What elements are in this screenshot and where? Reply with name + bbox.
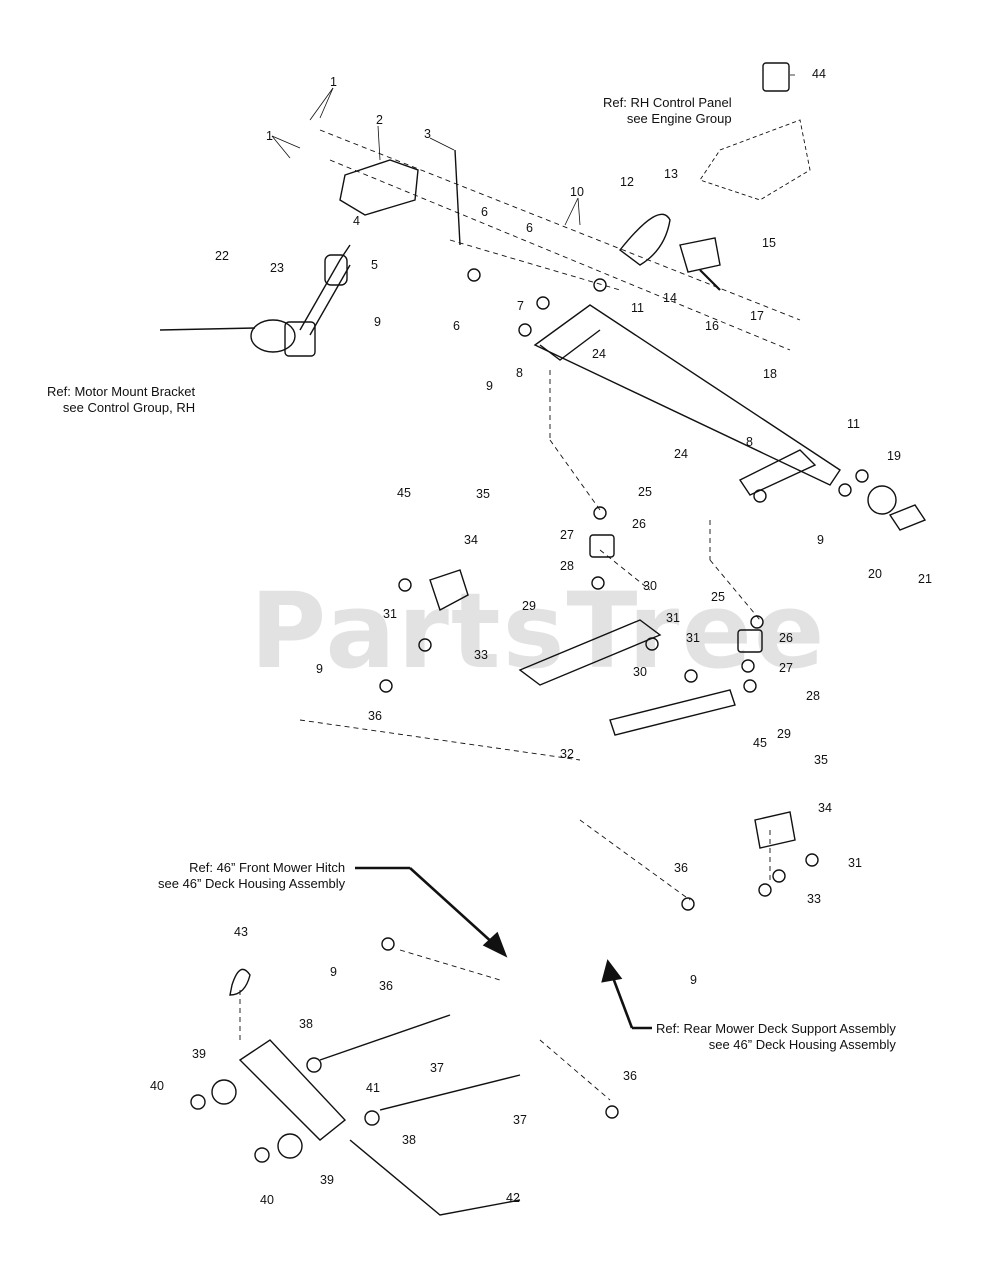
callout-38: 38 (402, 1133, 416, 1147)
callout-1: 1 (330, 75, 337, 89)
callout-25: 25 (638, 485, 652, 499)
callout-38: 38 (299, 1017, 313, 1031)
callout-14: 14 (663, 291, 677, 305)
callout-39: 39 (192, 1047, 206, 1061)
callout-31: 31 (383, 607, 397, 621)
callout-24: 24 (674, 447, 688, 461)
callout-6: 6 (453, 319, 460, 333)
callout-36: 36 (623, 1069, 637, 1083)
callout-6: 6 (481, 205, 488, 219)
callout-45: 45 (753, 736, 767, 750)
callout-36: 36 (368, 709, 382, 723)
callout-16: 16 (705, 319, 719, 333)
callout-21: 21 (918, 572, 932, 586)
callout-22: 22 (215, 249, 229, 263)
callout-11: 11 (847, 417, 860, 431)
callout-27: 27 (779, 661, 793, 675)
callout-9: 9 (316, 662, 323, 676)
callout-26: 26 (779, 631, 793, 645)
callout-9: 9 (330, 965, 337, 979)
callout-18: 18 (763, 367, 777, 381)
assembly-guide-lines (239, 129, 801, 1101)
callout-42: 42 (506, 1191, 520, 1205)
callout-34: 34 (818, 801, 832, 815)
callout-3: 3 (424, 127, 431, 141)
callout-34: 34 (464, 533, 478, 547)
callout-32: 32 (560, 747, 574, 761)
callout-31: 31 (686, 631, 700, 645)
callout-19: 19 (887, 449, 901, 463)
callout-1: 1 (266, 129, 273, 143)
callout-27: 27 (560, 528, 574, 542)
callout-labels: 1 1 2 3 4 5 6 6 6 7 8 8 9 9 9 9 9 9 10 1… (150, 67, 932, 1207)
callout-30: 30 (633, 665, 647, 679)
callout-17: 17 (750, 309, 764, 323)
callout-12: 12 (620, 175, 634, 189)
callout-30: 30 (643, 579, 657, 593)
callout-8: 8 (516, 366, 523, 380)
callout-29: 29 (777, 727, 791, 741)
callout-4: 4 (353, 214, 360, 228)
callout-9: 9 (374, 315, 381, 329)
callout-33: 33 (474, 648, 488, 662)
watermark: PartsTree (250, 570, 827, 692)
callout-28: 28 (806, 689, 820, 703)
callout-28: 28 (560, 559, 574, 573)
callout-6: 6 (526, 221, 533, 235)
callout-40: 40 (150, 1079, 164, 1093)
callout-35: 35 (476, 487, 490, 501)
callout-23: 23 (270, 261, 284, 275)
callout-9: 9 (817, 533, 824, 547)
callout-43: 43 (234, 925, 248, 939)
callout-26: 26 (632, 517, 646, 531)
callout-9: 9 (690, 973, 697, 987)
callout-41: 41 (366, 1081, 380, 1095)
callout-31: 31 (666, 611, 680, 625)
callout-15: 15 (762, 236, 776, 250)
callout-35: 35 (814, 753, 828, 767)
callout-8: 8 (746, 435, 753, 449)
ref-rear-mower-deck-support: Ref: Rear Mower Deck Support Assembly se… (656, 1021, 896, 1052)
ref-front-mower-hitch: Ref: 46” Front Mower Hitch see 46” Deck … (158, 860, 346, 891)
ref-motor-mount-bracket: Ref: Motor Mount Bracket see Control Gro… (47, 384, 196, 415)
callout-9: 9 (486, 379, 493, 393)
callout-29: 29 (522, 599, 536, 613)
callout-37: 37 (513, 1113, 527, 1127)
callout-2: 2 (376, 113, 383, 127)
callout-11: 11 (631, 301, 644, 315)
callout-44: 44 (812, 67, 826, 81)
callout-25: 25 (711, 590, 725, 604)
callout-24: 24 (592, 347, 606, 361)
callout-39: 39 (320, 1173, 334, 1187)
callout-13: 13 (664, 167, 678, 181)
leader-lines (271, 74, 795, 226)
callout-33: 33 (807, 892, 821, 906)
callout-5: 5 (371, 258, 378, 272)
callout-45: 45 (397, 486, 411, 500)
callout-37: 37 (430, 1061, 444, 1075)
callout-31: 31 (848, 856, 862, 870)
reference-arrows (355, 866, 652, 1030)
callout-36: 36 (379, 979, 393, 993)
callout-36: 36 (674, 861, 688, 875)
ref-rh-control-panel: Ref: RH Control Panel see Engine Group (603, 95, 732, 126)
callout-10: 10 (570, 185, 584, 199)
callout-40: 40 (260, 1193, 274, 1207)
callout-7: 7 (517, 299, 524, 313)
callout-20: 20 (868, 567, 882, 581)
